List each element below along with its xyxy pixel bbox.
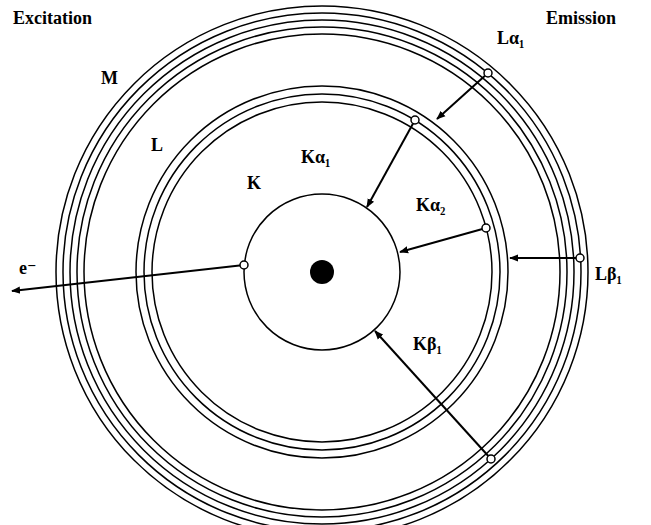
electron-dot	[411, 116, 419, 124]
transition-arrow	[437, 73, 488, 119]
nucleus	[310, 260, 334, 284]
electron-dot	[482, 224, 490, 232]
transition-arrow	[375, 331, 491, 459]
l-shell	[136, 86, 508, 458]
transition-arrow	[367, 120, 415, 207]
m-shell	[63, 13, 581, 525]
m-shell	[56, 6, 588, 525]
electron-dots	[240, 69, 584, 463]
shell-label: M	[100, 68, 119, 88]
line-label: Kα₁	[300, 147, 331, 167]
shell-label: L	[150, 135, 164, 155]
heading-label: Emission	[545, 8, 617, 28]
line-label: Lα₁	[496, 28, 525, 48]
m-shell	[84, 34, 560, 510]
k-shell	[244, 194, 400, 350]
transition-arrows	[12, 73, 580, 459]
shell-label: K	[246, 173, 262, 193]
shells	[56, 6, 588, 525]
m-shell	[77, 27, 567, 517]
l-shell	[144, 94, 500, 450]
electron-dot	[484, 69, 492, 77]
electron-label: e⁻	[18, 258, 38, 278]
electron-dot	[576, 254, 584, 262]
heading-label: Excitation	[12, 8, 93, 28]
line-label: Kβ₁	[412, 334, 443, 354]
l-shell	[152, 102, 492, 442]
line-label: Lβ₁	[594, 264, 623, 284]
transition-arrow	[400, 228, 486, 252]
m-shell	[70, 20, 574, 524]
ejected-electron-arrow	[12, 265, 244, 291]
transition-arrow	[510, 257, 580, 259]
electron-dot	[240, 261, 248, 269]
line-label: Kα₂	[415, 195, 446, 215]
electron-dot	[487, 455, 495, 463]
